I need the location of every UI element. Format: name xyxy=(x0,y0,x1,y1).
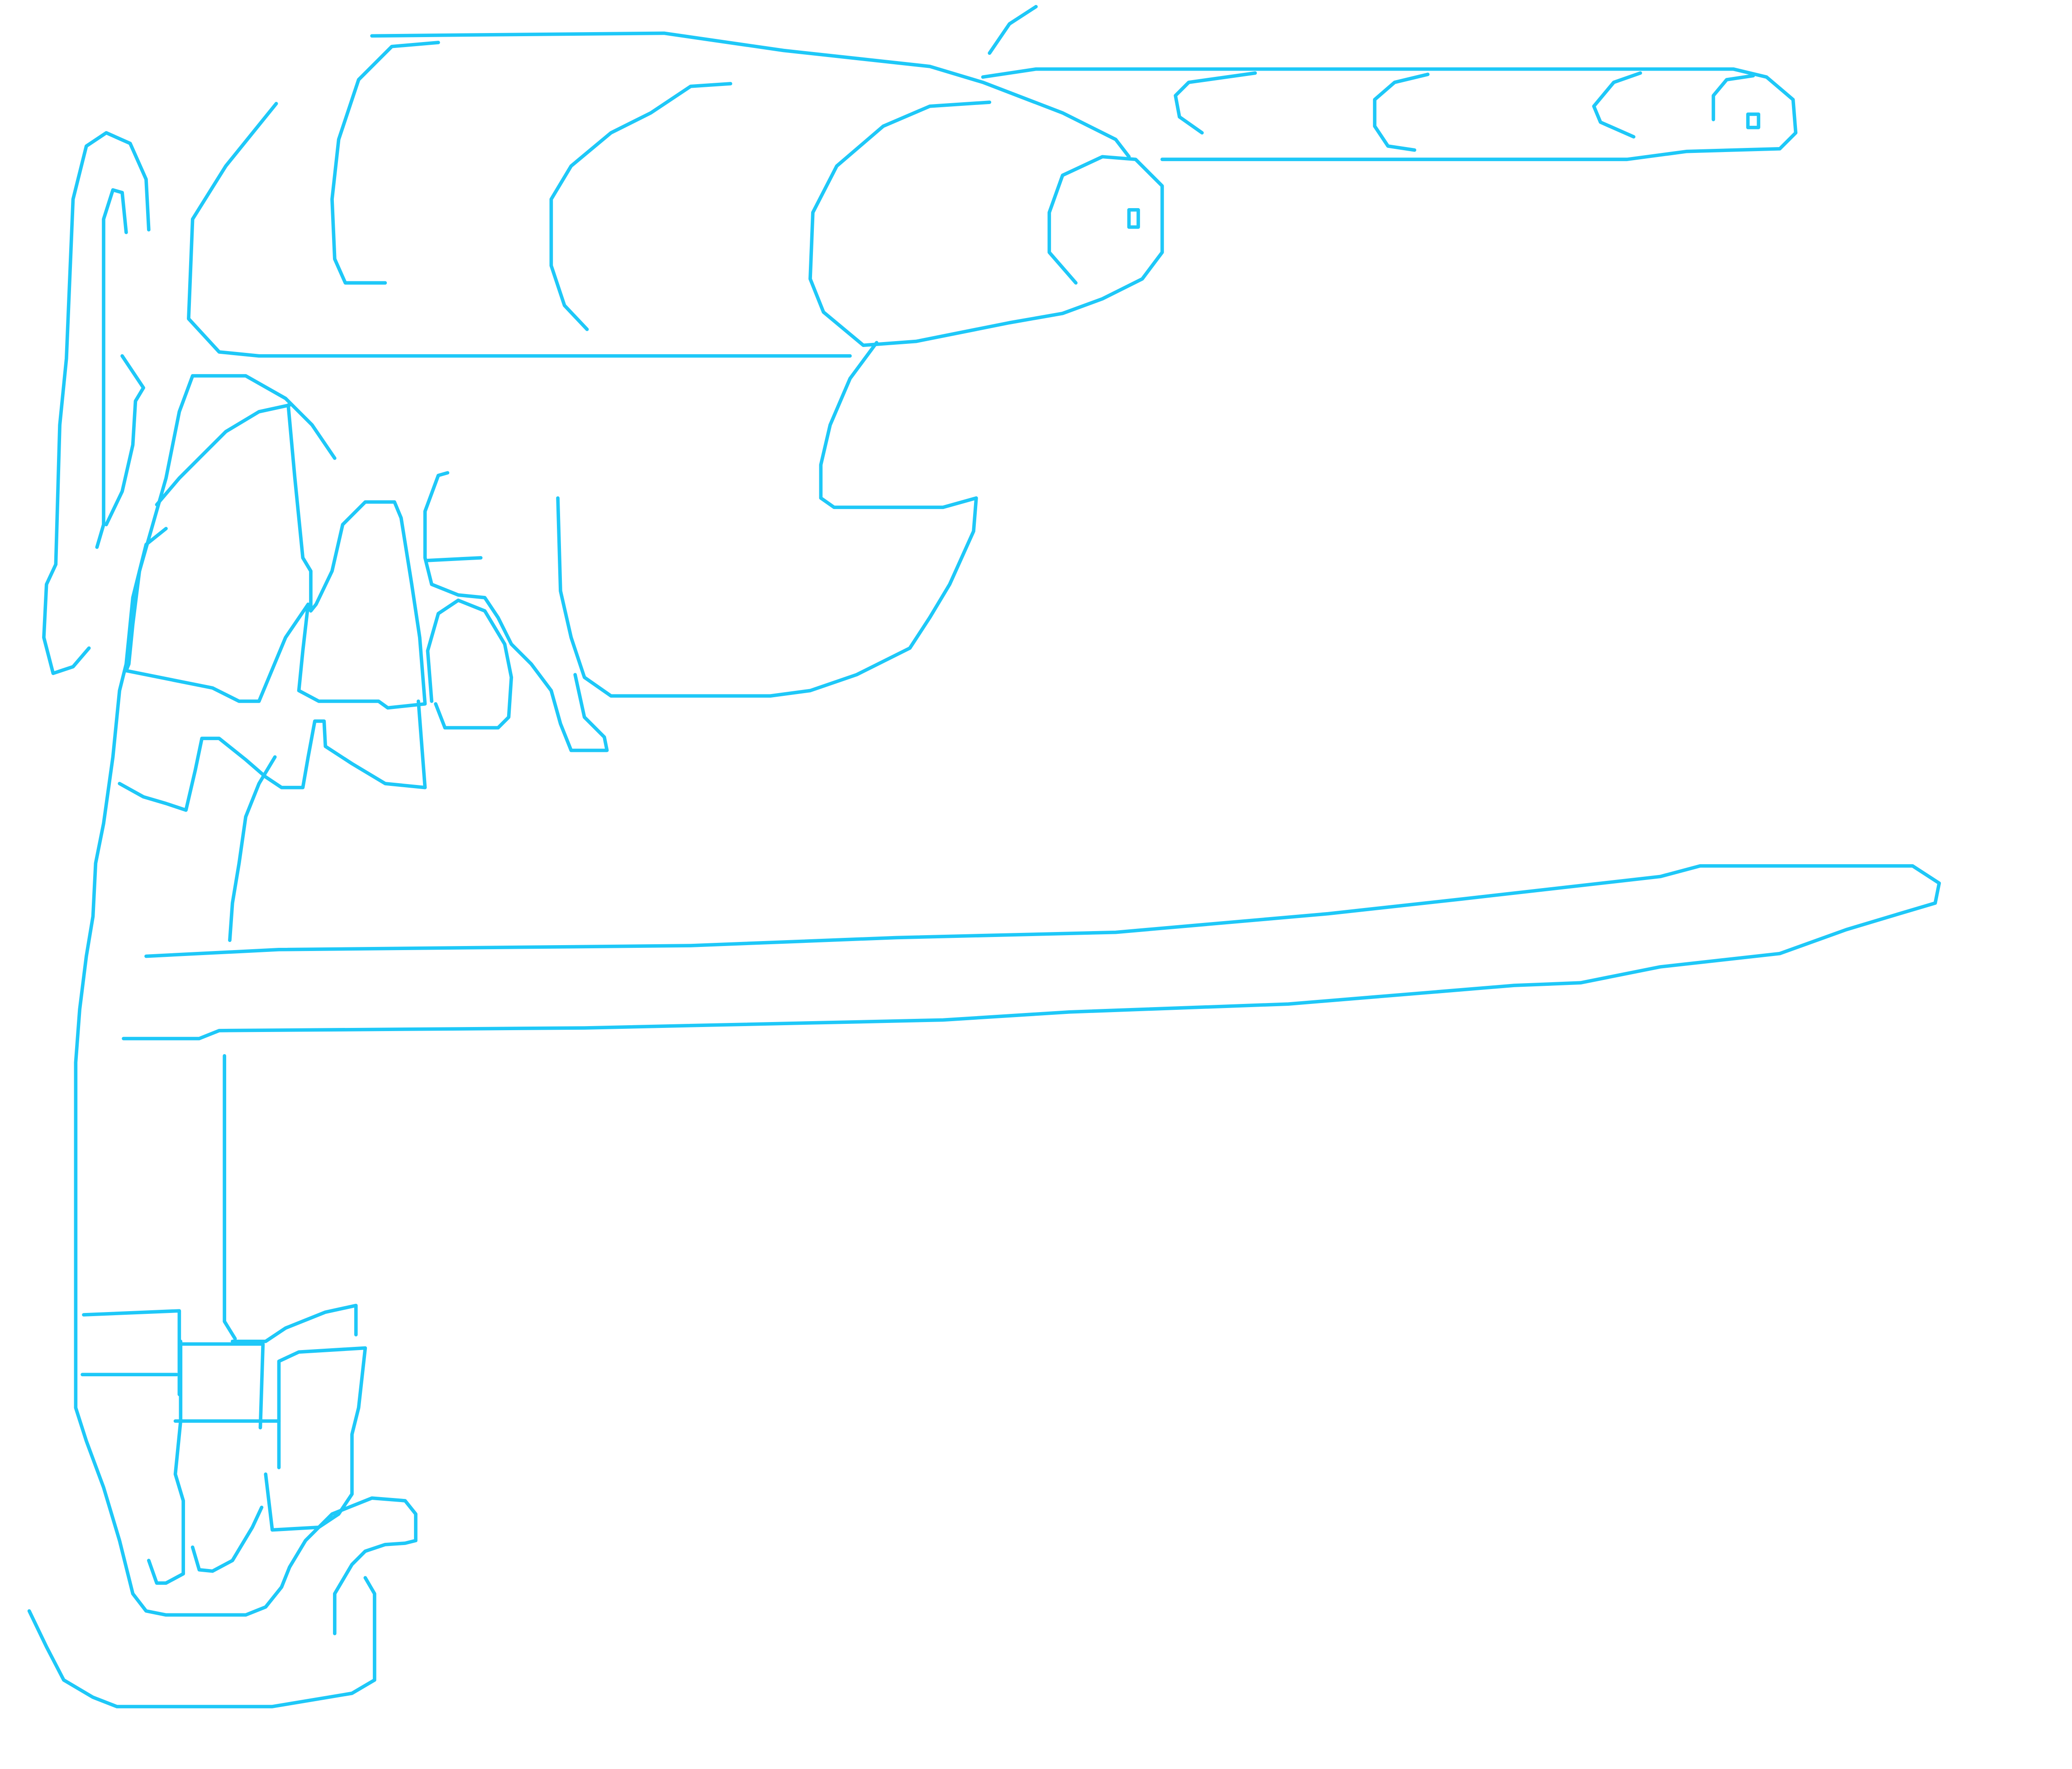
short-dash xyxy=(426,556,483,562)
top-tick-stroke xyxy=(988,5,1038,55)
base-leg-2 xyxy=(264,1346,367,1532)
base-leg-1 xyxy=(147,1339,185,1585)
rod-curve-3 xyxy=(1592,71,1642,139)
left-outline-stroke xyxy=(74,527,418,1636)
bottom-swoop-stroke xyxy=(27,1576,376,1708)
base-top-stroke xyxy=(230,1303,358,1343)
oval-dot xyxy=(1127,208,1140,229)
rod-dot xyxy=(1746,112,1760,129)
left-arc-stroke xyxy=(187,102,278,358)
arm-upper-stroke xyxy=(190,374,337,460)
rod-curve-2 xyxy=(1373,72,1430,152)
body-tail-stroke xyxy=(423,471,609,752)
sketch-strokes xyxy=(27,5,1941,1708)
arm-inner-stroke xyxy=(155,403,291,507)
body-stroke xyxy=(556,341,978,698)
figure-stroke xyxy=(124,403,427,710)
hook-tail-stroke xyxy=(105,354,145,527)
vertical-post-stroke xyxy=(223,1054,237,1341)
hook-stroke xyxy=(42,131,151,675)
head-inner-curve xyxy=(549,82,732,331)
neck-stroke xyxy=(228,755,277,942)
hook-inner-stroke xyxy=(95,188,128,549)
base-curve-stroke xyxy=(190,1505,264,1573)
rod-curve-4 xyxy=(1711,74,1755,122)
zigzag-stroke xyxy=(118,699,427,812)
base-box-stroke xyxy=(179,1342,265,1430)
loop-stroke xyxy=(426,599,513,730)
long-rod-stroke xyxy=(981,67,1798,162)
long-blade-stroke xyxy=(122,864,1941,1041)
big-oval-stroke xyxy=(808,100,1164,347)
head-left-stroke xyxy=(330,41,440,285)
top-bar-stroke xyxy=(370,31,1131,159)
rod-curve-1 xyxy=(1174,71,1257,135)
